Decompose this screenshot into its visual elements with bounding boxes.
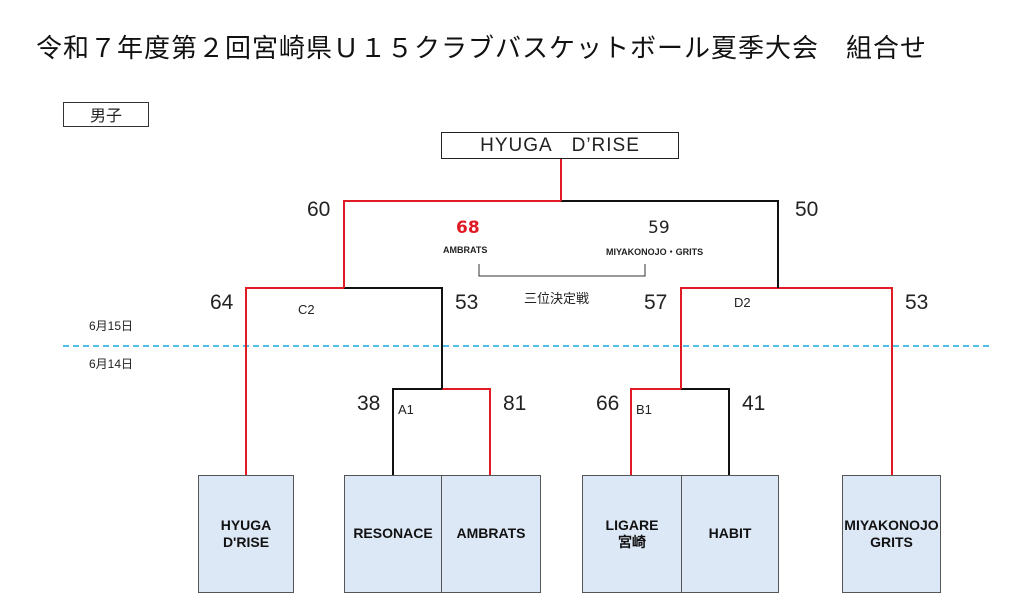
a1-left-score: 38 — [357, 392, 381, 415]
division-label: 男子 — [63, 102, 149, 127]
d2-code: D2 — [734, 295, 751, 310]
date-label-day1: 6月14日 — [89, 357, 134, 371]
third-place-label: 三位決定戦 — [524, 292, 590, 307]
team-box-ambrats: AMBRATS — [441, 475, 541, 593]
date-label-day2: 6月15日 — [89, 319, 134, 333]
a1-code: A1 — [398, 402, 414, 417]
third-place-right-score: 59 — [648, 218, 670, 238]
d2-right-score: 53 — [905, 291, 929, 314]
d2-left-score: 57 — [644, 291, 668, 314]
a1-right-score: 81 — [503, 392, 527, 415]
line-c2-right — [344, 287, 443, 389]
third-place-right-team: MIYAKONOJO・GRITS — [606, 247, 704, 257]
team-box-miyakonojo: MIYAKONOJO GRITS — [842, 475, 941, 593]
third-place-left-team: AMBRATS — [443, 245, 488, 255]
champion-box: HYUGA D’RISE — [441, 132, 679, 159]
team-box-resonace: RESONACE — [344, 475, 442, 593]
line-b1-left — [630, 388, 681, 475]
line-b1-right — [681, 388, 730, 475]
c2-right-score: 53 — [455, 291, 479, 314]
team-box-hyuga: HYUGA D'RISE — [198, 475, 294, 593]
c2-left-score: 64 — [210, 291, 234, 314]
page-title: 令和７年度第２回宮崎県Ｕ１５クラブバスケットボール夏季大会 組合せ — [36, 34, 928, 64]
line-third-place — [478, 264, 646, 277]
line-final-right — [561, 200, 779, 288]
b1-left-score: 66 — [596, 392, 620, 415]
line-a1-right — [442, 388, 491, 475]
final-right-score: 50 — [795, 198, 819, 221]
final-left-score: 60 — [307, 198, 331, 221]
c2-code: C2 — [298, 302, 315, 317]
third-place-left-score: 68 — [456, 218, 480, 238]
line-d2-left — [680, 287, 778, 389]
team-box-habit: HABIT — [681, 475, 779, 593]
line-a1-left — [392, 388, 442, 475]
team-box-ligare: LIGARE 宮崎 — [582, 475, 682, 593]
line-final-left — [343, 200, 561, 288]
b1-right-score: 41 — [742, 392, 766, 415]
b1-code: B1 — [636, 402, 652, 417]
line-c2-left — [245, 287, 344, 475]
line-d2-right — [778, 287, 893, 475]
